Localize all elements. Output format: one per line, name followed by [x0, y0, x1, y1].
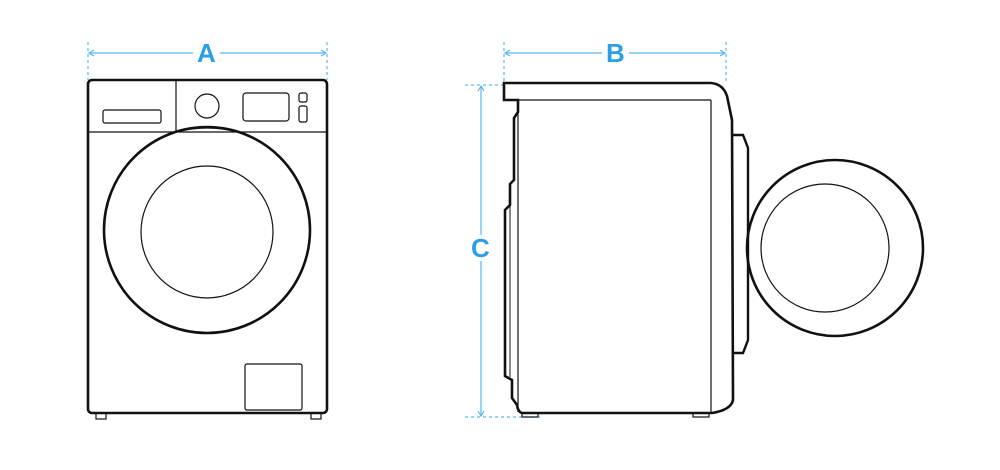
button-bottom — [298, 105, 308, 123]
side-view — [502, 81, 925, 418]
front-view — [86, 78, 329, 420]
door-glass — [140, 165, 274, 299]
side-foot-front — [521, 412, 539, 418]
door-outer-ring — [102, 125, 312, 335]
filter-cover — [244, 363, 303, 411]
dimension-lines — [87, 42, 727, 418]
dimension-label-a: A — [193, 40, 220, 66]
detergent-drawer — [102, 109, 162, 124]
foot-left — [95, 412, 107, 420]
dimension-label-b: B — [602, 40, 629, 66]
door-hinge — [733, 133, 750, 355]
program-knob — [194, 93, 220, 119]
display — [242, 92, 290, 122]
button-top — [298, 92, 308, 103]
side-cabinet — [502, 81, 735, 415]
dimension-label-c: C — [467, 235, 494, 261]
cabinet — [86, 78, 329, 415]
side-foot-back — [692, 412, 710, 418]
open-door-glass — [760, 183, 890, 313]
foot-right — [310, 412, 322, 420]
open-door-ring — [745, 158, 925, 338]
